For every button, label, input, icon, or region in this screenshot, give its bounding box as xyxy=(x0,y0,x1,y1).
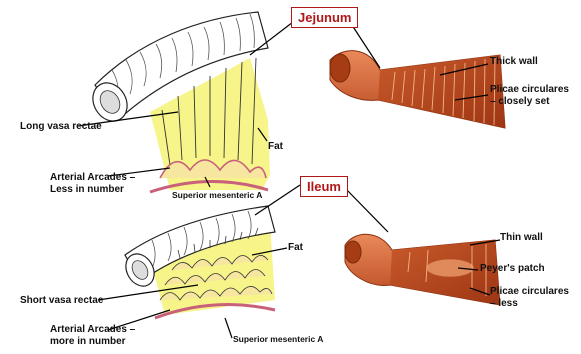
label-short-vasa-rectae: Short vasa rectae xyxy=(20,295,103,307)
label-thin-wall: Thin wall xyxy=(500,232,543,244)
label-arterial-arcades-less: Arterial Arcades – Less in number xyxy=(50,172,135,196)
label-long-vasa-rectae: Long vasa rectae xyxy=(20,121,102,133)
peyers-patch xyxy=(426,259,474,277)
leader-sma-ileum xyxy=(225,318,232,338)
label-plicae-less: Plicae circulares – less xyxy=(490,286,569,310)
label-fat-jejunum: Fat xyxy=(268,141,283,153)
label-peyers-patch: Peyer's patch xyxy=(480,263,545,275)
jejunum-mesentery-illustration xyxy=(86,12,270,192)
label-sma-ileum: Superior mesenteric A xyxy=(233,334,323,344)
title-jejunum: Jejunum xyxy=(291,7,358,28)
label-arterial-arcades-more: Arterial Arcades – more in number xyxy=(50,324,135,348)
leader-ileum-right xyxy=(345,188,388,232)
jejunum-opened-lumen xyxy=(378,55,505,128)
title-ileum: Ileum xyxy=(300,176,348,197)
label-sma-jejunum: Superior mesenteric A xyxy=(172,190,262,200)
jejunum-opened-illustration xyxy=(330,51,505,128)
label-fat-ileum: Fat xyxy=(288,242,303,254)
jejunum-opened-end xyxy=(330,54,350,82)
ileum-mesentery-illustration xyxy=(120,206,275,318)
label-thick-wall: Thick wall xyxy=(490,56,538,68)
ileum-opened-end xyxy=(345,241,361,263)
label-plicae-closely-set: Plicae circulares – closely set xyxy=(490,84,569,108)
